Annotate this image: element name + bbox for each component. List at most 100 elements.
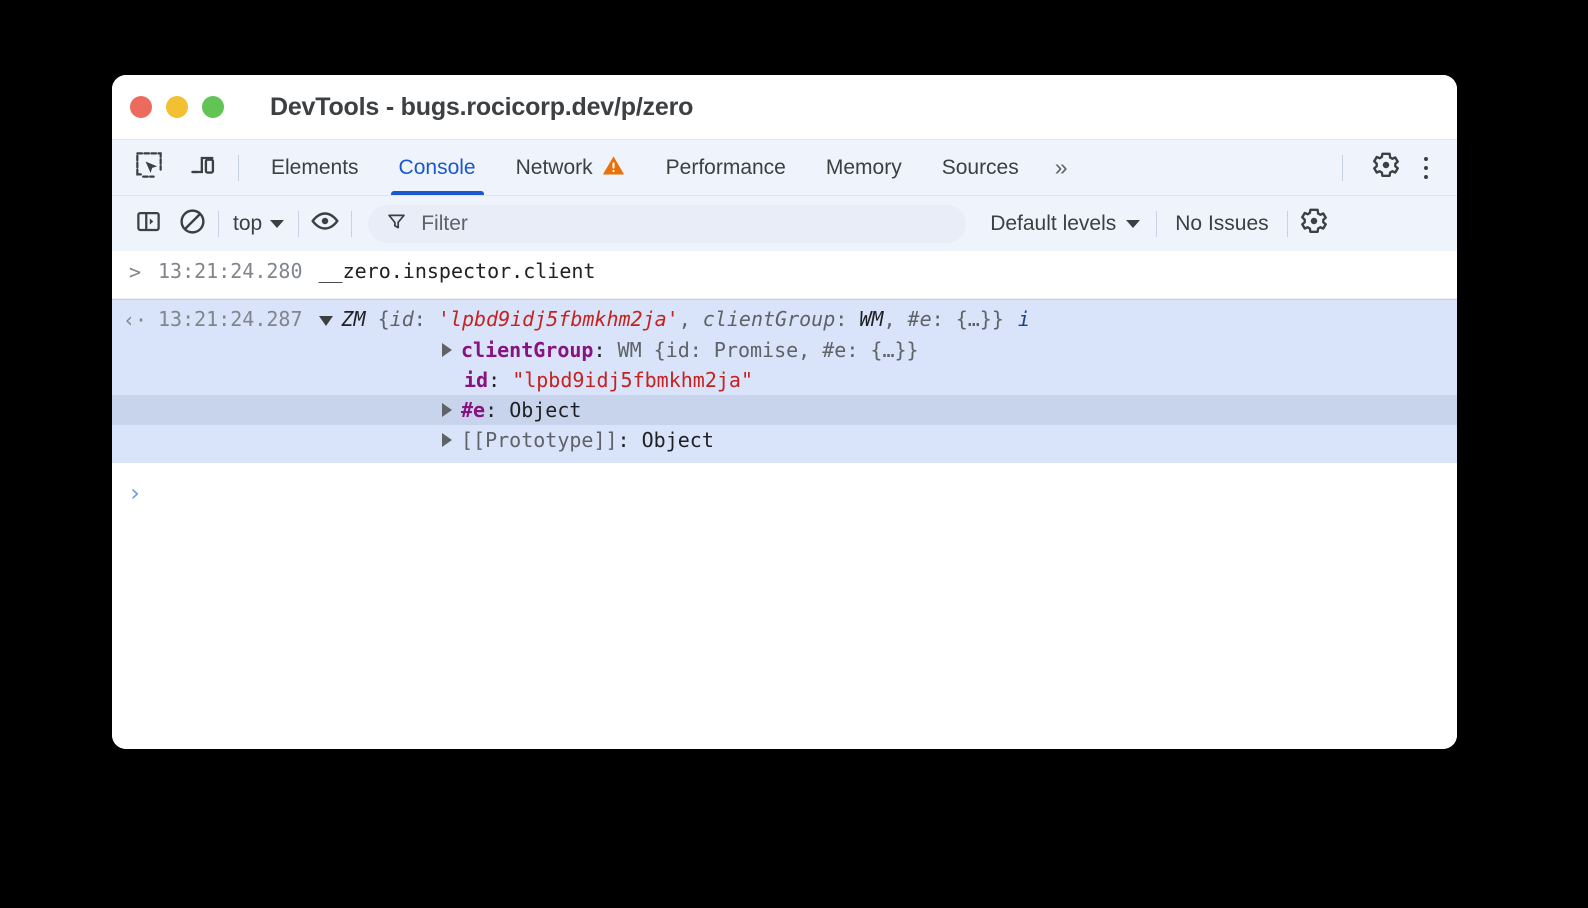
tab-elements[interactable]: Elements [251,140,379,195]
toolbar-divider-4 [1156,210,1158,237]
property-value: Object [509,398,582,422]
inspect-element-icon [135,151,163,184]
device-toolbar-button[interactable] [180,148,226,188]
clear-console-button[interactable] [170,204,214,244]
minimize-window-button[interactable] [166,96,188,118]
property-value: Object [641,428,714,452]
property-row-hash-e[interactable]: #e: Object [112,395,1457,425]
console-command-entry[interactable]: > 13:21:24.280 __zero.inspector.client [112,251,1457,299]
gear-icon [1299,206,1329,241]
tab-console-label: Console [398,155,476,179]
preview-value-e: {…} [955,307,992,331]
more-tabs-button[interactable]: » [1054,154,1068,180]
tab-performance-label: Performance [665,155,786,179]
console-message-list[interactable]: > 13:21:24.280 __zero.inspector.client ‹… [112,251,1457,749]
chevron-down-icon [270,219,285,228]
device-toolbar-icon [189,151,217,184]
preview-close-brace: } [991,307,1004,331]
panel-tabs: Elements Console Network Performance [251,140,1082,195]
preview-sep-2: : [931,307,956,331]
sidebar-panel-icon [135,208,162,240]
filter-placeholder: Filter [421,211,468,235]
console-sidebar-toggle-button[interactable] [126,204,170,244]
tab-performance[interactable]: Performance [646,140,806,195]
property-key: [[Prototype]] [461,428,618,452]
devtools-more-options-button[interactable] [1409,151,1443,185]
console-result-entry[interactable]: ‹· 13:21:24.287 ZM {id: 'lpbd9idj5fbmkhm… [112,299,1457,463]
live-expression-eye-icon [310,206,340,241]
gear-icon [1371,150,1401,185]
tab-sources-label: Sources [941,155,1019,179]
result-header-row[interactable]: ‹· 13:21:24.287 ZM {id: 'lpbd9idj5fbmkhm… [112,304,1457,335]
devtools-settings-button[interactable] [1363,148,1409,188]
execution-context-selector[interactable]: top [223,206,294,242]
tabbar-right-controls [1330,148,1457,188]
issues-counter[interactable]: No Issues [1175,211,1269,235]
toolbar-divider-3 [351,210,353,237]
property-key: id [464,368,489,392]
toolbar-divider-5 [1286,210,1288,237]
expand-toggle-icon[interactable] [318,316,333,326]
tab-network-label: Network [515,155,593,179]
clear-console-icon [178,207,207,241]
tab-memory[interactable]: Memory [806,140,922,195]
preview-value-id: 'lpbd9idj5fbmkhm2ja' [437,307,679,331]
property-sep: : [593,338,618,362]
inspect-element-button[interactable] [126,148,172,188]
traffic-lights [130,96,224,118]
tabbar-divider [238,154,239,181]
property-key: #e [461,398,486,422]
maximize-window-button[interactable] [202,96,224,118]
expand-toggle-icon[interactable] [442,403,452,417]
property-sep: : [488,368,513,392]
property-row-id[interactable]: id: "lpbd9idj5fbmkhm2ja" [112,365,1457,395]
live-expression-button[interactable] [303,204,347,244]
toolbar-divider-1 [218,210,219,237]
property-sep: : [485,398,510,422]
command-text: __zero.inspector.client [318,259,596,283]
console-filter-input[interactable]: Filter [368,204,967,243]
window-title: DevTools - bugs.rocicorp.dev/p/zero [270,92,694,121]
tabbar-right-divider [1342,154,1343,181]
command-gutter-icon: > [128,260,142,284]
chevron-down-icon [1126,219,1141,228]
close-window-button[interactable] [130,96,152,118]
preview-open-brace: { [377,307,390,331]
tab-memory-label: Memory [825,155,902,179]
result-gutter-icon: ‹· [122,308,148,332]
info-icon[interactable]: i [1017,307,1030,331]
property-sep: : [617,428,642,452]
preview-value-clientgroup: WM [859,307,884,331]
console-toolbar: top Filter Default levels [112,195,1457,251]
prompt-caret-icon: › [130,479,140,507]
devtools-tabbar: Elements Console Network Performance [112,139,1457,195]
tab-console[interactable]: Console [379,140,496,195]
devtools-window: DevTools - bugs.rocicorp.dev/p/zero [112,75,1457,749]
tab-sources[interactable]: Sources [922,140,1039,195]
result-class-name: ZM [341,307,366,331]
log-levels-label: Default levels [990,211,1117,235]
property-value: "lpbd9idj5fbmkhm2ja" [512,368,754,392]
log-levels-selector[interactable]: Default levels [978,206,1152,242]
preview-key-id: id [389,307,414,331]
warning-triangle-icon [601,153,626,184]
toolbar-divider-2 [298,210,300,237]
preview-key-clientgroup: clientGroup [702,307,836,331]
preview-key-e: #e [907,307,932,331]
expand-toggle-icon[interactable] [442,433,452,447]
result-timestamp: 13:21:24.287 [158,307,303,331]
execution-context-label: top [233,211,263,235]
property-value-prefix: WM [617,338,654,362]
filter-funnel-icon [386,211,407,237]
command-timestamp: 13:21:24.280 [158,259,303,283]
preview-sep-1: : [835,307,860,331]
tab-elements-label: Elements [271,155,359,179]
console-prompt[interactable]: › [112,463,1457,507]
expand-toggle-icon[interactable] [442,343,452,357]
property-row-clientgroup[interactable]: clientGroup: WM {id: Promise, #e: {…}} [112,335,1457,365]
console-settings-button[interactable] [1292,204,1336,244]
property-key: clientGroup [461,338,594,362]
property-value: {id: Promise, #e: {…}} [653,338,919,362]
tab-network[interactable]: Network [496,140,646,195]
property-row-prototype[interactable]: [[Prototype]]: Object [112,425,1457,455]
